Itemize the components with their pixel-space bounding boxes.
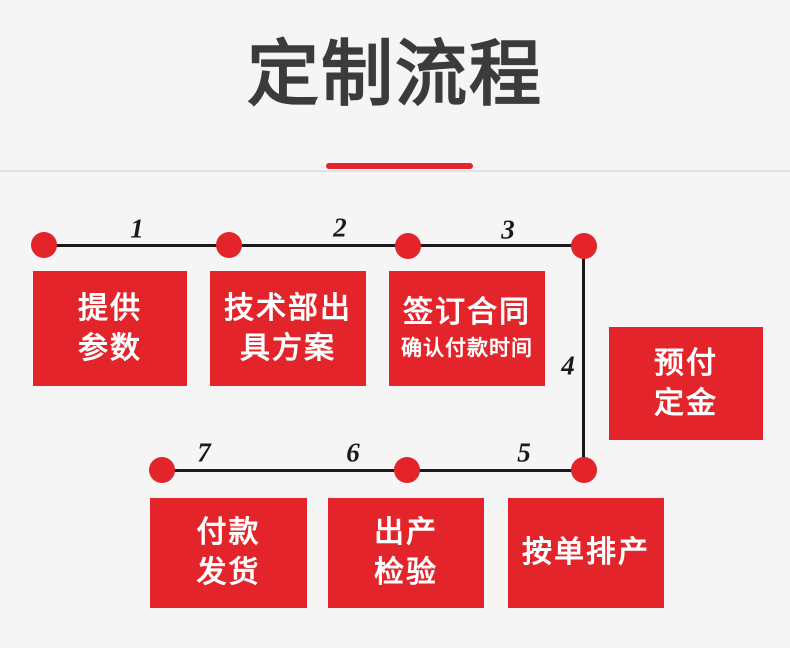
step-number-6: 6 — [346, 437, 360, 468]
header-divider-line — [0, 170, 790, 172]
step-box-sign-contract: 签订合同 确认付款时间 — [389, 271, 545, 386]
step-number-3: 3 — [501, 214, 515, 245]
step-box-label: 按单排产 — [522, 536, 650, 569]
step-box-label: 提供 — [78, 291, 142, 325]
step-box-provide-parameters: 提供 参数 — [33, 271, 187, 386]
connector-line-bottom — [162, 469, 584, 472]
step-number-7: 7 — [197, 437, 211, 468]
connector-line-right-vertical — [582, 246, 585, 470]
step-box-label: 出产 — [374, 516, 438, 549]
flow-node-dot-5 — [571, 457, 597, 483]
flow-node-dot-3 — [395, 233, 421, 259]
flow-node-dot-2 — [216, 232, 242, 258]
step-box-prepay-deposit: 预付 定金 — [609, 327, 763, 440]
step-number-5: 5 — [517, 437, 531, 468]
step-box-label: 发货 — [196, 556, 261, 589]
connector-line-top — [44, 244, 584, 247]
step-box-label: 具方案 — [240, 331, 336, 365]
step-box-schedule-production: 按单排产 — [508, 498, 664, 608]
step-box-label: 预付 — [654, 346, 718, 380]
step-box-label: 技术部出 — [224, 291, 352, 325]
flow-node-dot-7 — [149, 457, 175, 483]
step-box-label: 参数 — [78, 331, 142, 365]
step-box-production-inspection: 出产 检验 — [328, 498, 484, 608]
title-underline-accent — [326, 163, 473, 169]
step-number-2: 2 — [333, 212, 347, 243]
step-box-sublabel: 确认付款时间 — [401, 336, 533, 360]
flow-node-dot-4 — [571, 233, 597, 259]
step-box-technical-plan: 技术部出 具方案 — [210, 271, 366, 386]
step-box-label: 检验 — [374, 556, 438, 589]
step-number-4: 4 — [561, 350, 575, 381]
step-box-label: 签订合同 — [403, 295, 531, 329]
step-box-label: 定金 — [654, 386, 718, 420]
step-box-label: 付款 — [196, 516, 261, 549]
step-number-1: 1 — [130, 213, 144, 244]
flow-node-dot-6 — [394, 457, 420, 483]
page-title: 定制流程 — [246, 35, 543, 115]
flow-node-dot-1 — [31, 232, 57, 258]
step-box-payment-shipping: 付款 发货 — [150, 498, 307, 608]
